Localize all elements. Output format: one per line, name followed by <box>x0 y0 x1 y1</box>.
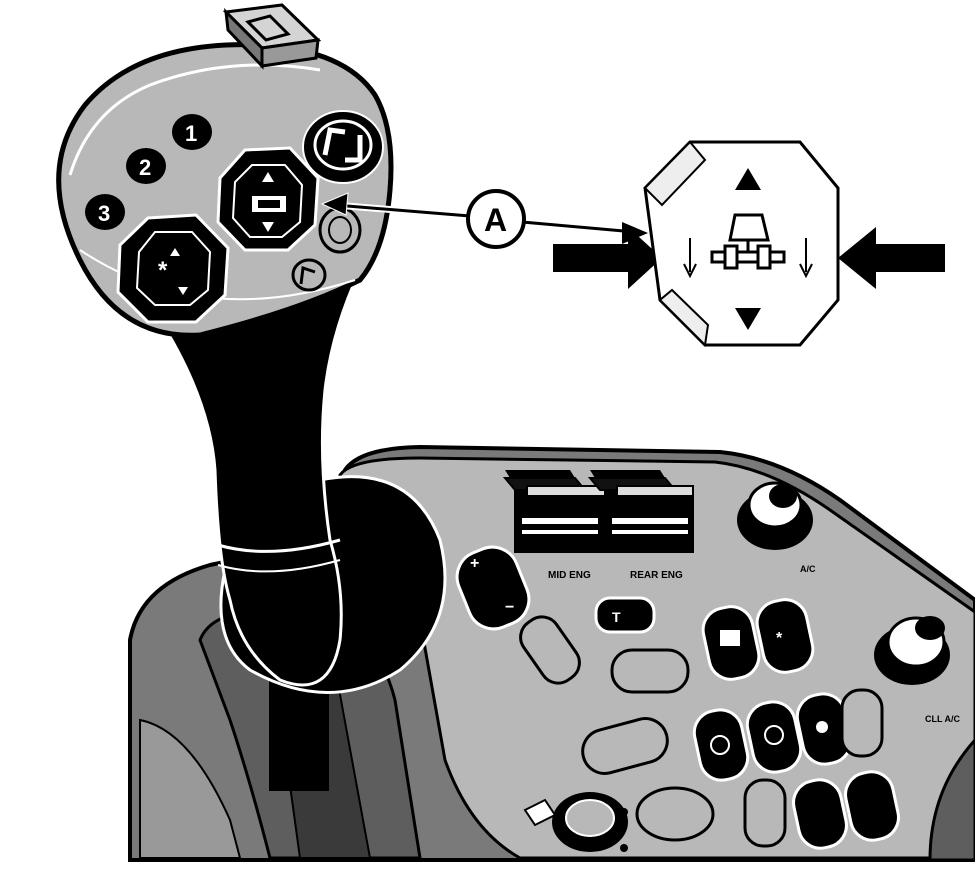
callout-letter: A <box>484 202 507 238</box>
joystick-handle <box>157 267 363 687</box>
lower-arrow-right-icon <box>799 238 813 279</box>
rocker-switch-5[interactable] <box>690 706 752 784</box>
hitch-icon <box>710 213 786 270</box>
rocker-switch-1[interactable]: + − <box>449 539 536 636</box>
ac-knob[interactable] <box>737 481 813 550</box>
lower-arrow-left-icon <box>683 238 697 279</box>
button-1-label: 1 <box>185 121 197 146</box>
svg-text:*: * <box>776 630 783 647</box>
push-arrow-left-icon <box>553 227 662 289</box>
blank-plug-4 <box>840 688 884 758</box>
blank-plug-1 <box>519 615 581 685</box>
up-triangle-icon <box>735 168 761 190</box>
blank-plug-3 <box>581 717 669 775</box>
secondary-octagon-switch[interactable]: * <box>116 213 230 324</box>
button-2-label: 2 <box>139 155 151 180</box>
svg-text:−: − <box>505 599 514 616</box>
rocker-switch-4[interactable]: * <box>753 596 817 677</box>
rocker-switch-6[interactable] <box>743 698 805 776</box>
blank-plug-2 <box>610 648 690 694</box>
detent-button[interactable] <box>291 258 327 292</box>
svg-text:+: + <box>470 555 479 572</box>
joystick[interactable]: 1 2 3 * <box>56 3 447 791</box>
bottom-button-2[interactable] <box>635 786 715 842</box>
shift-button[interactable] <box>302 110 384 184</box>
rocker-switch-8[interactable] <box>789 776 850 852</box>
lever1-label: MID ENG <box>548 570 591 581</box>
button-3-label: 3 <box>98 201 110 226</box>
hitch-switch-detail <box>643 140 840 348</box>
callout-label-a: A <box>466 189 526 249</box>
rocker-switch-3[interactable] <box>699 603 763 684</box>
small-round-button[interactable] <box>318 206 362 254</box>
svg-text:T: T <box>612 609 621 625</box>
hitch-control-switch[interactable] <box>216 146 320 252</box>
button-1[interactable]: 1 <box>172 114 212 150</box>
joystick-top-tab <box>222 3 322 70</box>
rocker-switch-9[interactable] <box>841 768 902 844</box>
bottom-button-1[interactable] <box>552 792 628 852</box>
temp-knob-label: CLL A/C <box>925 714 960 724</box>
down-triangle-icon <box>735 308 761 330</box>
svg-text:*: * <box>158 257 168 284</box>
button-2[interactable]: 2 <box>126 148 166 184</box>
ac-knob-label: A/C <box>800 564 816 574</box>
lever2-label: REAR ENG <box>630 570 683 581</box>
push-arrow-right-icon <box>838 227 945 289</box>
button-3[interactable]: 3 <box>85 194 125 230</box>
blank-plug-5 <box>743 778 787 848</box>
engine-lever-2[interactable] <box>587 470 694 553</box>
rocker-switch-2[interactable]: T <box>594 596 656 634</box>
temp-knob[interactable] <box>874 616 950 685</box>
